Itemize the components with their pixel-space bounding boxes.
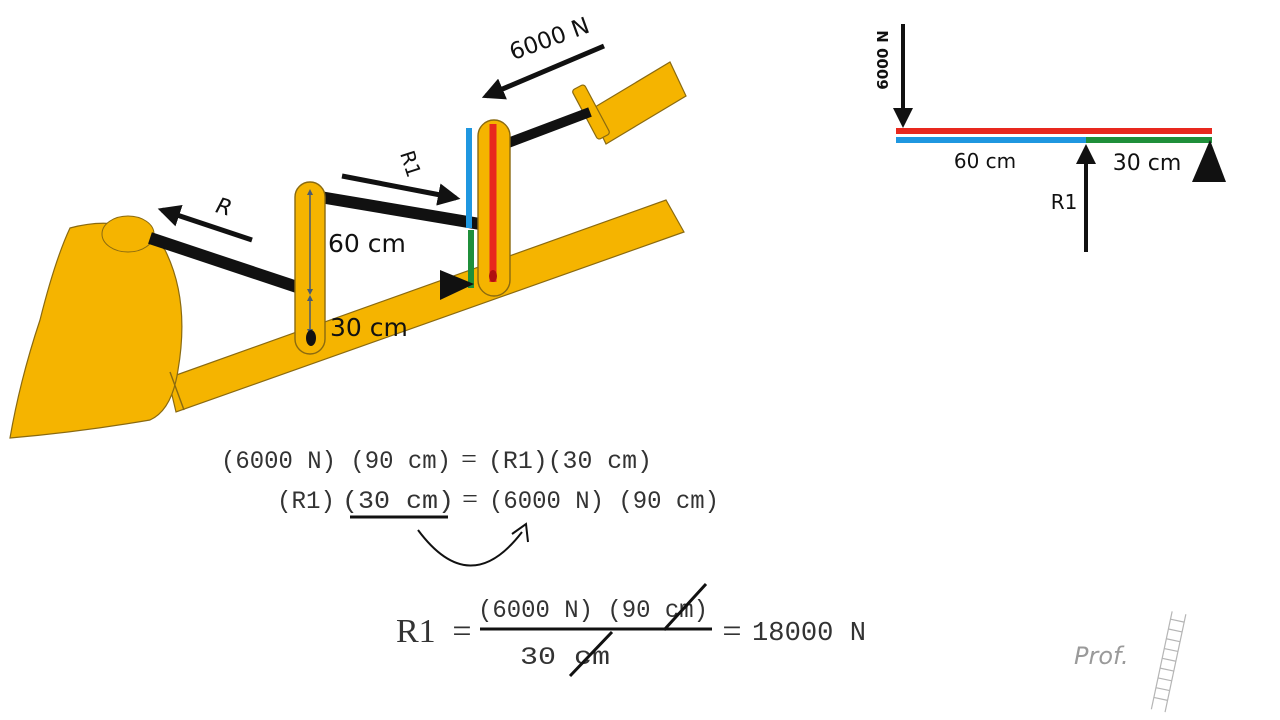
excavator-arm-drawing: 6000 N R1 R 60 cm 30 cm [9, 13, 687, 439]
bucket [9, 222, 183, 439]
cancel-stroke-numerator [662, 582, 708, 632]
pivot-pin-left [306, 330, 316, 346]
r1-equals: = [452, 613, 471, 650]
watermark: Prof. [1074, 611, 1187, 713]
watermark-text: Prof. [1074, 642, 1129, 670]
r1-symbol: R1 [396, 613, 436, 650]
force-arrow-r [157, 205, 253, 243]
lever-force-label: 6000 N [874, 30, 892, 90]
rod-bucket-link [148, 232, 314, 298]
move-term-arrowhead [511, 522, 529, 543]
label-30cm: 30 cm [330, 313, 408, 342]
eq1-right: (R1)(30 cm) [488, 447, 652, 476]
fraction-numerator: (6000 N) (90 cm) [478, 596, 708, 625]
rod-r1-link [313, 190, 481, 230]
move-term-arrow [417, 529, 523, 567]
bucket-pin-bump [101, 215, 155, 253]
eq1-equals: = [461, 444, 477, 475]
cancel-stroke-denominator [568, 630, 614, 678]
eq2-right: (6000 N) (90 cm) [489, 487, 719, 516]
eq2-left-r1: (R1) [277, 487, 335, 516]
pivot-pin-right [489, 270, 497, 282]
bucket-joint-line [169, 371, 185, 411]
label-60cm: 60 cm [328, 229, 406, 258]
lever-free-body-diagram: 6000 N 60 cm 30 cm R1 [874, 24, 1226, 252]
force-arrow-6000n [481, 43, 605, 100]
force-arrow-r1 [341, 173, 461, 206]
fulcrum-triangle [440, 270, 474, 300]
rod-cylinder-piston [498, 107, 592, 151]
lever-right-segment-label: 30 cm [1113, 151, 1182, 176]
eq2-left-30cm: (30 cm) [342, 487, 454, 516]
ladder-icon [1150, 611, 1187, 713]
label-r1: R1 [395, 147, 426, 180]
result-value: 18000 N [752, 619, 866, 649]
eq2-equals: = [462, 484, 478, 515]
equations: (6000 N) (90 cm) = (R1)(30 cm) (R1) (30 … [221, 444, 866, 678]
lever-reaction-label: R1 [1051, 190, 1078, 214]
result-equals: = [722, 613, 741, 650]
boom-beam [167, 199, 685, 413]
eq1-left: (6000 N) (90 cm) [221, 447, 451, 476]
lever-left-segment-label: 60 cm [954, 149, 1016, 173]
label-r: R [213, 194, 235, 222]
lever-fulcrum-triangle [1192, 140, 1226, 182]
